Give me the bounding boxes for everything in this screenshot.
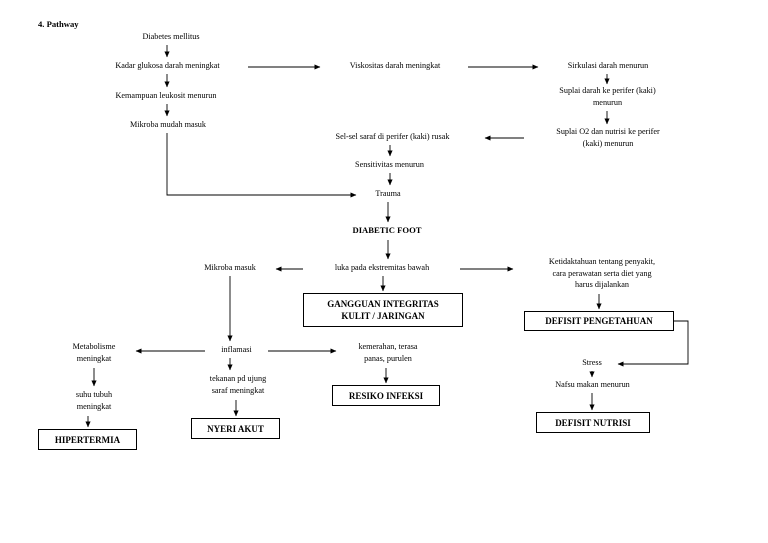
node-n15: Ketidaktahuan tentang penyakit, cara per… (548, 257, 656, 289)
node-n26: NYERI AKUT (191, 418, 280, 439)
node-n11: Trauma (375, 189, 401, 198)
node-n28: DEFISIT NUTRISI (536, 412, 650, 433)
node-n5: Kemampuan leukosit menurun (115, 91, 217, 100)
node-n18: Metabolisme meningkat (72, 342, 116, 363)
node-n27: HIPERTERMIA (38, 429, 137, 450)
node-n6: Suplai darah ke perifer (kaki) menurun (559, 86, 656, 107)
node-n2: Kadar glukosa darah meningkat (115, 61, 220, 70)
node-n23: suhu tubuh meningkat (75, 390, 113, 411)
node-n10: Sensitivitas menurun (355, 160, 424, 169)
node-n4: Sirkulasi darah menurun (567, 61, 649, 70)
node-n3: Viskositas darah meningkat (349, 61, 441, 70)
node-n14: luka pada ekstremitas bawah (334, 263, 430, 272)
node-n24: Nafsu makan menurun (555, 380, 630, 389)
node-n9: Suplai O2 dan nutrisi ke perifer (kaki) … (556, 127, 660, 148)
node-n7: Mikroba mudah masuk (130, 120, 206, 129)
node-n21: Stress (582, 358, 602, 367)
page-title: 4. Pathway (38, 19, 79, 29)
node-n17: DEFISIT PENGETAHUAN (524, 311, 674, 331)
node-n20: kemerahan, terasa panas, purulen (358, 342, 418, 363)
node-n19: inflamasi (221, 345, 252, 354)
node-n8: Sel-sel saraf di perifer (kaki) rusak (335, 132, 450, 141)
node-n16: GANGGUAN INTEGRITAS KULIT / JARINGAN (303, 293, 463, 327)
node-n22: tekanan pd ujung saraf meningkat (209, 374, 267, 395)
node-n13: Mikroba masuk (204, 263, 256, 272)
node-n25: RESIKO INFEKSI (332, 385, 440, 406)
node-n1: Diabetes mellitus (142, 32, 200, 41)
node-n12: DIABETIC FOOT (352, 225, 422, 235)
